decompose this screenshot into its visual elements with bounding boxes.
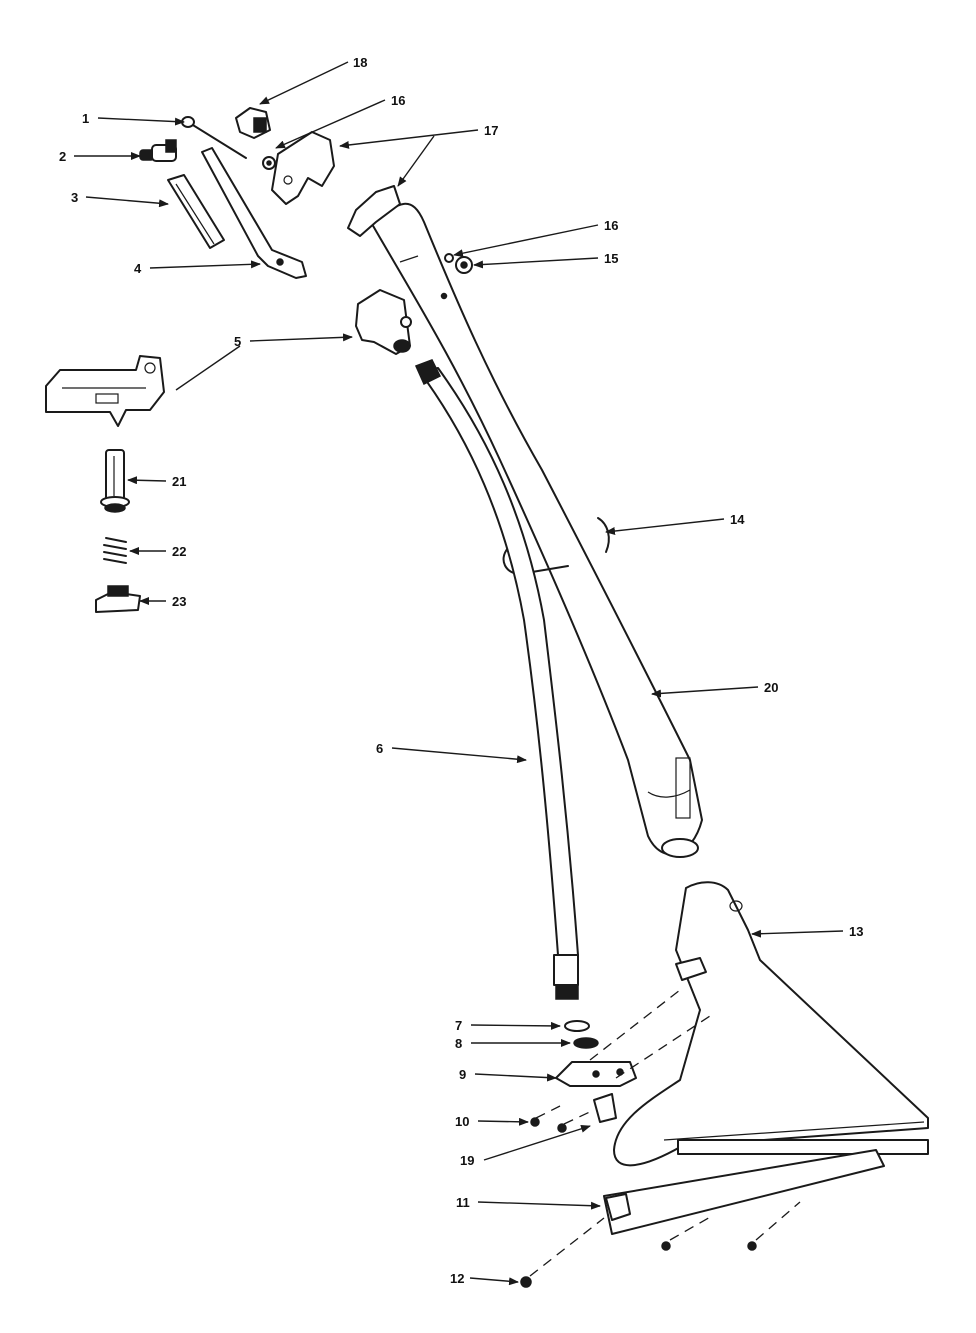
callout-15: 15 (604, 251, 618, 266)
part-13-nozzle-head (613, 881, 929, 1167)
callout-17: 17 (484, 123, 498, 138)
part-11-squeegee-blade (603, 1149, 885, 1235)
callout-18: 18 (353, 55, 367, 70)
part-15-nut (455, 256, 473, 274)
assembly-guide-lines (529, 989, 801, 1277)
handle-bracket (45, 355, 165, 427)
part-2-valve-fitting (139, 139, 177, 162)
callout-22: 22 (172, 544, 186, 559)
callout-5: 5 (234, 334, 241, 349)
part-7-washer (564, 1020, 590, 1032)
callout-12: 12 (450, 1271, 464, 1286)
callout-labels: 1 2 3 4 5 6 7 8 9 10 11 12 13 14 15 16 1… (59, 55, 863, 1286)
part-17-clamp-on-tube (347, 185, 401, 237)
part-22-spring (103, 537, 127, 564)
callout-14: 14 (730, 512, 745, 527)
part-4-trigger-lever (201, 147, 307, 279)
callout-16-upper: 16 (391, 93, 405, 108)
callout-10: 10 (455, 1114, 469, 1129)
callout-16-lower: 16 (604, 218, 618, 233)
part-20-handle-tube (371, 202, 703, 858)
part-10-screws (530, 1117, 567, 1133)
callout-7: 7 (455, 1018, 462, 1033)
part-17-clamp (271, 131, 335, 205)
part-16-washer-upper (262, 156, 276, 170)
leader-lines (74, 61, 844, 1286)
part-18-knob (235, 107, 271, 139)
callout-9: 9 (459, 1067, 466, 1082)
callout-1: 1 (82, 111, 89, 126)
part-16-washer-lower (444, 253, 454, 263)
part-23-spring-seat (95, 585, 141, 613)
callout-23: 23 (172, 594, 186, 609)
part-12-screws (520, 1241, 757, 1288)
callout-2: 2 (59, 149, 66, 164)
callout-4: 4 (134, 261, 142, 276)
callout-11: 11 (456, 1195, 470, 1210)
callout-8: 8 (455, 1036, 462, 1051)
part-3-handle-grip (167, 174, 225, 249)
callout-21: 21 (172, 474, 186, 489)
part-21-valve-stem (100, 449, 130, 513)
part-8-gasket (573, 1037, 599, 1049)
callout-19: 19 (460, 1153, 474, 1168)
part-9-bracket (555, 1061, 637, 1087)
callout-20: 20 (764, 680, 778, 695)
part-19-cap-nut (593, 1093, 617, 1123)
callout-13: 13 (849, 924, 863, 939)
part-5-valve-body (355, 289, 412, 355)
callout-3: 3 (71, 190, 78, 205)
part-6-hose (414, 359, 579, 1000)
callout-6: 6 (376, 741, 383, 756)
part-1-screw (181, 116, 247, 159)
